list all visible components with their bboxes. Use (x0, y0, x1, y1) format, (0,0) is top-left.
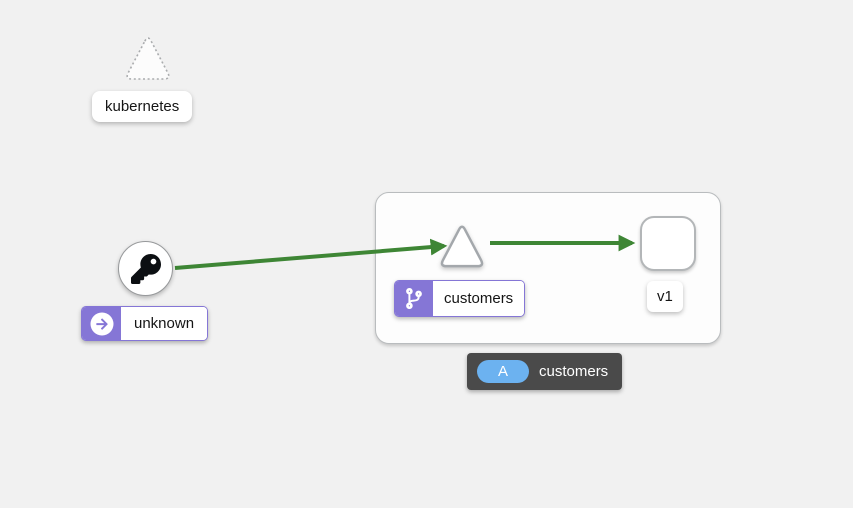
customers-service-node[interactable] (435, 219, 489, 271)
app-type-pill: A (477, 360, 529, 383)
customers-v1-workload-node[interactable] (640, 216, 696, 271)
unknown-label-text: unknown (121, 307, 208, 340)
v1-node-label: v1 (647, 281, 683, 312)
dashed-triangle-shape (126, 37, 170, 80)
triangle-shape (440, 225, 484, 268)
customers-label-text: customers (433, 281, 525, 316)
key-icon (130, 253, 161, 284)
traffic-source-arrow-icon (82, 307, 121, 340)
virtual-service-branch-icon (395, 281, 433, 316)
app-hover-badge: A customers (467, 353, 623, 390)
app-hover-badge-text: customers (539, 363, 609, 380)
unknown-service-node[interactable] (118, 241, 173, 296)
edge-unknown-to-customers[interactable] (174, 238, 448, 270)
kubernetes-cluster-node[interactable] (120, 30, 176, 84)
unknown-node-label-badge: unknown (81, 306, 209, 341)
customers-node-label-badge: customers (394, 280, 526, 317)
kubernetes-node-label: kubernetes (92, 91, 193, 122)
